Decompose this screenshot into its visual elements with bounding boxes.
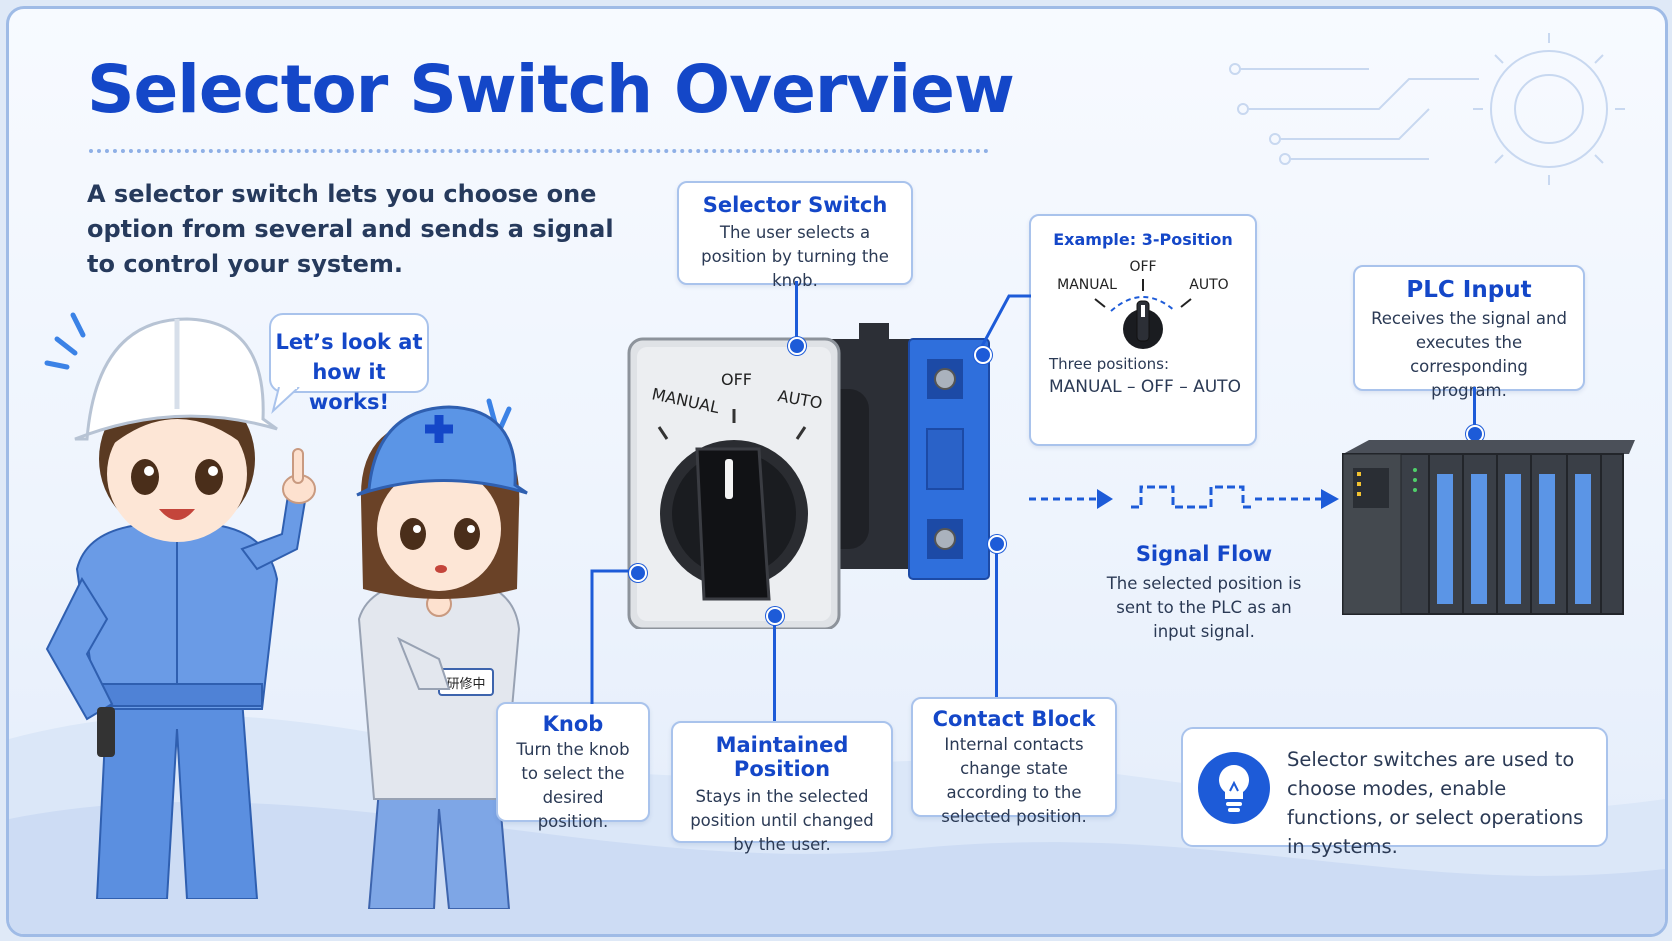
callout-contact-block: Contact Block Internal contacts change s…	[911, 697, 1117, 826]
three-position-diagram: MANUAL OFF AUTO	[1057, 259, 1229, 349]
signal-flow-heading: Signal Flow	[1135, 542, 1273, 566]
name-badge: 研修中	[446, 677, 485, 692]
connector-dot-knob	[629, 564, 647, 582]
connector-dot-example	[974, 346, 992, 364]
title-divider	[89, 149, 989, 153]
intro-text: A selector switch lets you choose one op…	[87, 180, 614, 278]
page-title: Selector Switch Overview	[87, 51, 1015, 128]
speech-bubble: Let’s look at how it works!	[269, 313, 429, 414]
speech-tail	[271, 387, 300, 415]
callout-knob-body: Turn the knob to select the desired posi…	[516, 740, 630, 831]
selector-switch-illustration: MANUAL OFF AUTO	[627, 323, 990, 629]
example-label-off: OFF	[1129, 259, 1156, 275]
connector-dot-contact	[988, 535, 1006, 553]
callout-knob: Knob Turn the knob to select the desired…	[496, 702, 650, 831]
example-label-manual: MANUAL	[1057, 277, 1117, 293]
connector-example	[979, 294, 1031, 349]
connector-selector	[795, 281, 798, 343]
callout-maintained-body: Stays in the selected position until cha…	[690, 787, 874, 854]
callout-maintained-heading: Maintained Position	[715, 733, 849, 781]
callout-plc-heading: PLC Input	[1406, 277, 1532, 303]
callout-plc-input: PLC Input Receives the signal and execut…	[1353, 265, 1585, 400]
callout-selector-switch: Selector Switch The user selects a posit…	[677, 181, 913, 290]
connector-maintained	[773, 614, 776, 721]
tip-box: Selector switches are used to choose mod…	[1181, 727, 1608, 858]
connector-contact	[995, 544, 998, 697]
tip-text: Selector switches are used to choose mod…	[1287, 748, 1584, 858]
callout-example-heading: Example: 3-Position	[1053, 230, 1233, 249]
signal-flow-arrow	[1029, 485, 1339, 509]
diagram-frame: Selector Switch Overview A selector swit…	[6, 6, 1668, 937]
callout-contact-body: Internal contacts change state according…	[941, 735, 1087, 826]
connector-knob	[590, 569, 636, 704]
callout-example-sequence: MANUAL – OFF – AUTO	[1049, 377, 1241, 397]
signal-flow-block: Signal Flow The selected position is sen…	[1099, 542, 1309, 644]
callout-plc-body: Receives the signal and executes the cor…	[1371, 309, 1567, 400]
example-label-auto: AUTO	[1189, 277, 1228, 293]
engineer-boy-illustration	[44, 312, 316, 899]
connector-dot-selector	[788, 337, 806, 355]
connector-plc	[1473, 387, 1476, 431]
lightbulb-icon	[1198, 752, 1270, 824]
plc-illustration	[1342, 440, 1635, 615]
connector-dot-maintained	[766, 607, 784, 625]
circuit-gear-decoration	[1229, 33, 1625, 185]
callout-selector-heading: Selector Switch	[702, 193, 888, 217]
callout-contact-heading: Contact Block	[932, 707, 1096, 731]
switch-label-off: OFF	[721, 370, 752, 389]
callout-maintained-position: Maintained Position Stays in the selecte…	[671, 721, 893, 854]
callout-selector-body: The user selects a position by turning t…	[701, 223, 889, 290]
callout-example: Example: 3-Position MANUAL OFF AUTO Thre…	[1029, 214, 1257, 446]
callout-example-caption: Three positions:	[1049, 355, 1170, 373]
callout-knob-heading: Knob	[542, 712, 604, 736]
engineer-girl-illustration: 研修中	[356, 398, 528, 909]
signal-flow-body: The selected position is sent to the PLC…	[1106, 574, 1302, 641]
